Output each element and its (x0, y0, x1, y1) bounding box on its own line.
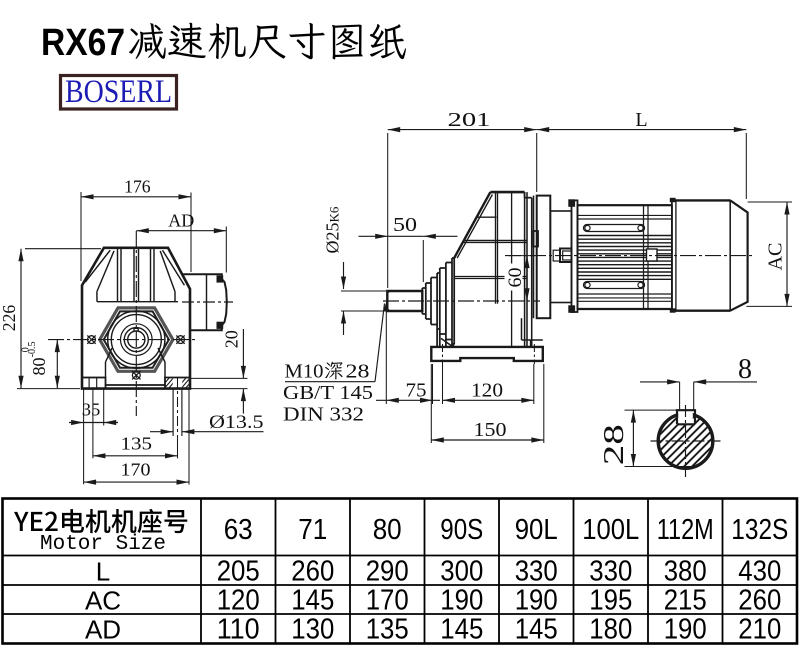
svg-text:-0.5: -0.5 (27, 341, 38, 357)
svg-text:132S: 132S (731, 514, 788, 546)
svg-text:130: 130 (291, 614, 334, 646)
svg-text:BOSERL: BOSERL (65, 74, 172, 110)
svg-text:226: 226 (0, 304, 19, 331)
svg-text:180: 180 (589, 614, 632, 646)
svg-text:215: 215 (664, 585, 707, 617)
svg-text:RX67: RX67 (41, 22, 125, 64)
svg-text:145: 145 (515, 614, 558, 646)
svg-text:150: 150 (474, 419, 507, 441)
svg-text:135: 135 (121, 434, 153, 454)
svg-text:195: 195 (589, 585, 632, 617)
svg-text:28: 28 (346, 361, 370, 383)
svg-text:AC: AC (85, 586, 121, 616)
svg-text:90L: 90L (515, 514, 558, 546)
svg-text:290: 290 (366, 556, 409, 588)
svg-text:145: 145 (440, 614, 483, 646)
svg-text:AD: AD (168, 211, 194, 231)
svg-text:L: L (635, 109, 647, 131)
svg-text:8: 8 (738, 354, 752, 385)
svg-text:Motor Size: Motor Size (40, 533, 166, 556)
svg-text:50: 50 (393, 214, 417, 236)
svg-text:201: 201 (448, 109, 491, 131)
svg-text:60: 60 (505, 268, 526, 288)
svg-text:GB/T 145: GB/T 145 (283, 383, 373, 404)
svg-text:430: 430 (738, 556, 781, 588)
svg-text:L: L (96, 557, 110, 587)
svg-text:80: 80 (29, 357, 49, 375)
svg-text:380: 380 (664, 556, 707, 588)
svg-text:205: 205 (217, 556, 260, 588)
svg-text:DIN 332: DIN 332 (283, 404, 364, 425)
svg-text:120: 120 (217, 585, 260, 617)
svg-text:20: 20 (221, 330, 241, 348)
svg-text:0: 0 (21, 347, 32, 352)
svg-text:120: 120 (471, 380, 503, 402)
svg-text:Ø25K6: Ø25K6 (323, 206, 343, 253)
svg-text:AD: AD (85, 615, 121, 645)
svg-text:260: 260 (291, 556, 334, 588)
svg-text:300: 300 (440, 556, 483, 588)
svg-text:100L: 100L (582, 514, 639, 546)
svg-text:260: 260 (738, 585, 781, 617)
svg-text:190: 190 (440, 585, 483, 617)
svg-text:110: 110 (217, 614, 260, 646)
svg-text:170: 170 (366, 585, 409, 617)
svg-text:35: 35 (82, 400, 101, 420)
svg-text:71: 71 (298, 514, 327, 546)
svg-text:75: 75 (406, 380, 427, 402)
svg-text:63: 63 (224, 514, 253, 546)
svg-text:112M: 112M (657, 514, 714, 546)
svg-text:190: 190 (664, 614, 707, 646)
svg-text:80: 80 (373, 514, 402, 546)
svg-text:135: 135 (366, 614, 409, 646)
svg-text:176: 176 (124, 176, 151, 196)
svg-text:145: 145 (291, 585, 334, 617)
svg-text:210: 210 (738, 614, 781, 646)
svg-text:330: 330 (589, 556, 632, 588)
svg-text:330: 330 (515, 556, 558, 588)
svg-text:AC: AC (765, 243, 787, 271)
svg-text:170: 170 (121, 459, 151, 479)
svg-text:M10: M10 (285, 361, 324, 383)
svg-text:90S: 90S (440, 514, 483, 546)
svg-text:28: 28 (599, 424, 630, 465)
svg-text:Ø13.5: Ø13.5 (209, 412, 264, 433)
svg-text:190: 190 (515, 585, 558, 617)
